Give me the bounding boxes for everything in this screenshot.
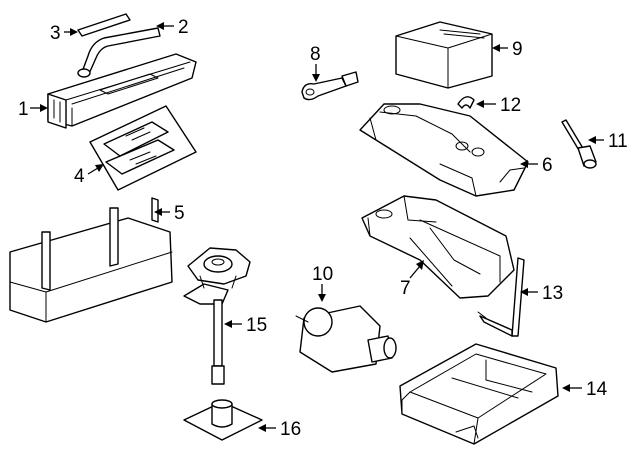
callout-11: 11: [608, 131, 628, 152]
part-4-pads: [89, 105, 197, 191]
callout-10: 10: [312, 264, 333, 285]
part-6-organizer: [359, 103, 529, 197]
callout-5: 5: [174, 203, 185, 224]
part-15-jack: [183, 247, 251, 385]
part-12-clip: [457, 96, 475, 109]
leader-lines: [30, 22, 604, 432]
part-14-storage-bin: [399, 343, 559, 445]
part-13-bracket: [477, 257, 525, 337]
callout-2: 2: [178, 17, 189, 38]
part-8-lug-key: [301, 71, 359, 101]
callout-12: 12: [500, 95, 521, 116]
part-7-foam-insert: [361, 195, 515, 299]
part-11-screwdriver: [561, 119, 597, 169]
callout-14: 14: [586, 379, 608, 400]
part-5-storage-bag: [9, 197, 173, 323]
part-1-tool-tray: [47, 53, 197, 129]
callout-6: 6: [542, 155, 553, 176]
callout-15: 15: [246, 315, 267, 336]
part-9-box: [395, 21, 493, 89]
callout-9: 9: [512, 39, 523, 60]
callout-4: 4: [74, 166, 85, 187]
callout-labels: 1 2 3 4 5 6 7 8 9 10 11 12 13 14 15 16: [18, 17, 628, 440]
part-10-canister: [295, 305, 397, 373]
callout-7: 7: [400, 278, 411, 299]
callout-13: 13: [542, 283, 563, 304]
callout-8: 8: [310, 44, 321, 65]
callout-16: 16: [280, 419, 301, 440]
part-2-jack-handle: [77, 27, 161, 78]
part-3-rod: [77, 13, 131, 37]
part-16-jack-base: [183, 399, 263, 441]
callout-3: 3: [50, 23, 61, 44]
callout-1: 1: [18, 99, 29, 120]
